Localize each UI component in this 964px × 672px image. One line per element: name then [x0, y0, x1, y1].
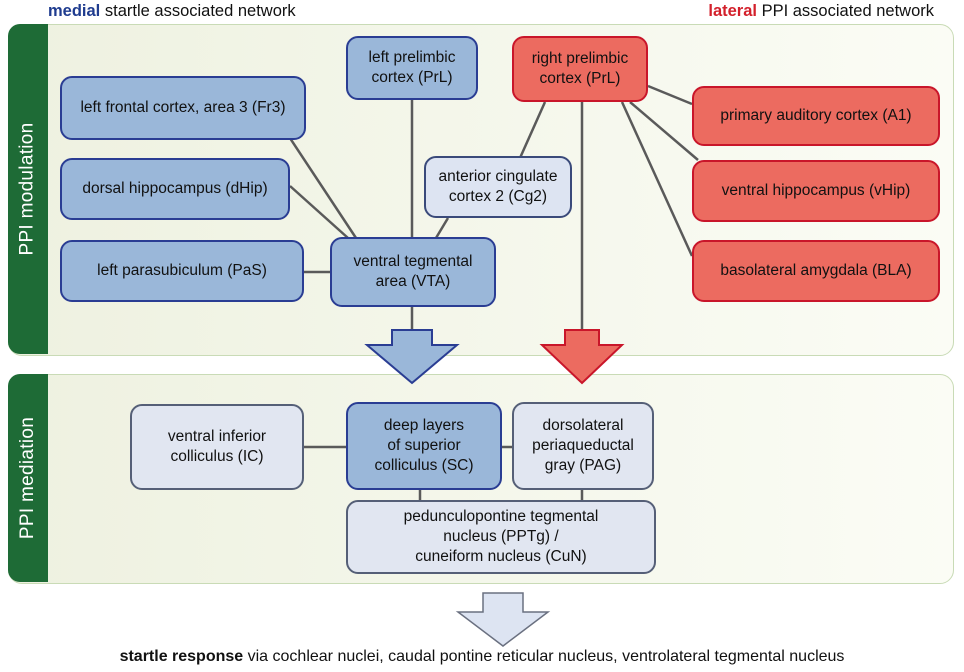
medial-arrow	[364, 329, 460, 385]
node-bla: basolateral amygdala (BLA)	[692, 240, 940, 302]
output-caption-rest: via cochlear nuclei, caudal pontine reti…	[247, 648, 845, 665]
output-caption: startle response via cochlear nuclei, ca…	[0, 648, 964, 666]
node-vhip: ventral hippocampus (vHip)	[692, 160, 940, 222]
line-dhip-vta	[289, 185, 349, 239]
line-rightprl-a1	[647, 84, 693, 106]
output-caption-bold: startle response	[119, 648, 244, 665]
node-pas: left parasubiculum (PaS)	[60, 240, 304, 302]
line-fr3-vta	[280, 125, 358, 239]
node-sc-label: deep layers of superior colliculus (SC)	[374, 417, 474, 474]
lateral-network-header: lateral PPI associated network	[708, 2, 934, 21]
node-bla-label: basolateral amygdala (BLA)	[720, 262, 912, 279]
node-a1-label: primary auditory cortex (A1)	[720, 107, 912, 124]
node-vhip-label: ventral hippocampus (vHip)	[721, 182, 911, 199]
node-left-prl: left prelimbic cortex (PrL)	[346, 36, 478, 100]
node-a1: primary auditory cortex (A1)	[692, 86, 940, 146]
node-sc: deep layers of superior colliculus (SC)	[346, 402, 502, 490]
node-vta-label: ventral tegmental area (VTA)	[353, 253, 473, 290]
node-pag-label: dorsolateral periaqueductal gray (PAG)	[532, 417, 634, 474]
ppi-modulation-tab: PPI modulation	[8, 24, 48, 354]
medial-header-text: startle associated network	[104, 2, 296, 20]
node-right-prl: right prelimbic cortex (PrL)	[512, 36, 648, 102]
node-pptg: pedunculopontine tegmental nucleus (PPTg…	[346, 500, 656, 574]
node-cg2: anterior cingulate cortex 2 (Cg2)	[424, 156, 572, 218]
line-rightprl-vhip	[629, 101, 699, 161]
node-right-prl-label: right prelimbic cortex (PrL)	[531, 50, 629, 87]
lateral-arrow	[539, 329, 625, 385]
line-rightprl-cg2	[518, 101, 547, 159]
node-cg2-label: anterior cingulate cortex 2 (Cg2)	[438, 168, 558, 205]
node-pptg-label: pedunculopontine tegmental nucleus (PPTg…	[403, 508, 599, 565]
lateral-keyword: lateral	[708, 2, 757, 20]
node-dhip: dorsal hippocampus (dHip)	[60, 158, 290, 220]
node-pas-label: left parasubiculum (PaS)	[97, 262, 267, 279]
line-cg2-vta	[434, 217, 450, 239]
node-dhip-label: dorsal hippocampus (dHip)	[82, 180, 268, 197]
node-fr3-label: left frontal cortex, area 3 (Fr3)	[80, 99, 286, 116]
medial-network-header: medial startle associated network	[48, 2, 296, 21]
node-left-prl-label: left prelimbic cortex (PrL)	[368, 49, 456, 86]
node-ic-label: ventral inferior colliculus (IC)	[167, 428, 267, 465]
node-pag: dorsolateral periaqueductal gray (PAG)	[512, 402, 654, 490]
medial-keyword: medial	[48, 2, 101, 20]
node-ic: ventral inferior colliculus (IC)	[130, 404, 304, 490]
node-vta: ventral tegmental area (VTA)	[330, 237, 496, 307]
output-arrow	[455, 592, 551, 647]
lateral-header-text: PPI associated network	[761, 2, 934, 20]
ppi-mediation-tab: PPI mediation	[8, 374, 48, 582]
line-rightprl-bla	[620, 101, 694, 257]
node-fr3: left frontal cortex, area 3 (Fr3)	[60, 76, 306, 140]
